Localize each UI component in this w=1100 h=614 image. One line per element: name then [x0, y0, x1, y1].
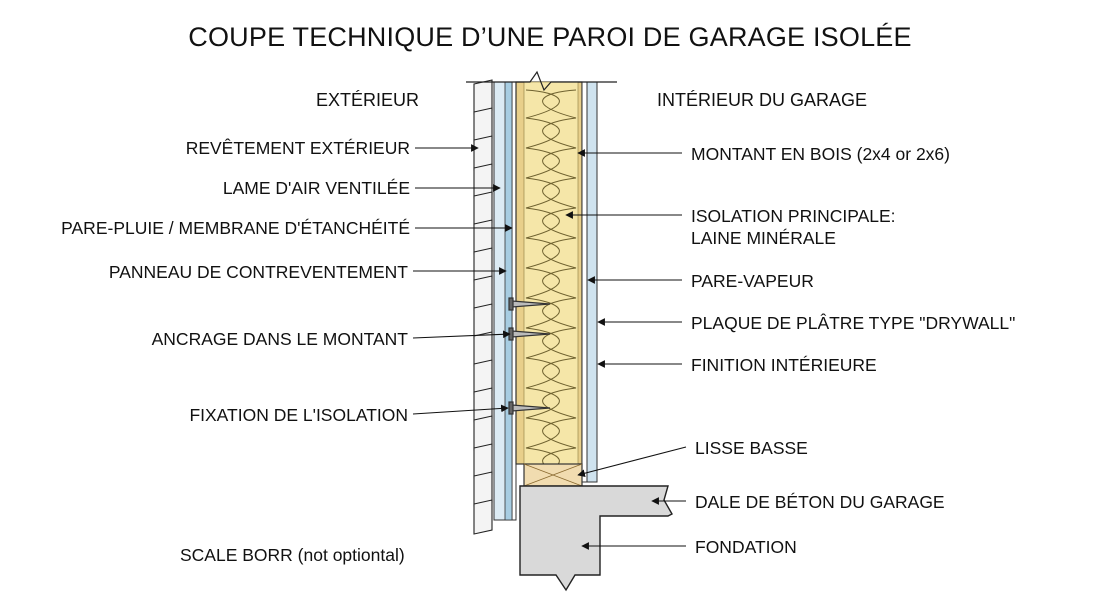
siding-board	[473, 499, 493, 535]
mineral-wool-pattern	[525, 89, 577, 479]
leader-fastener	[412, 404, 509, 415]
label-vapor-barrier: PARE-VAPEUR	[691, 271, 814, 291]
zone-exterior-label: EXTÉRIEUR	[316, 90, 420, 110]
label-bracing-panel: PANNEAU DE CONTREVENTEMENT	[108, 262, 408, 282]
concrete-foundation	[519, 485, 673, 592]
label-wood-stud: MONTANT EN BOIS (2x4 or 2x6)	[691, 144, 950, 164]
label-exterior-cladding: REVÊTEMENT EXTÉRIEUR	[185, 138, 410, 158]
label-main-insulation: ISOLATION PRINCIPALE:	[691, 206, 896, 226]
label-mineral-wool: LAINE MINÉRALE	[691, 228, 836, 248]
leader-plate	[577, 446, 687, 477]
label-bottom-plate: LISSE BASSE	[695, 438, 808, 458]
label-foundation: FONDATION	[695, 537, 797, 557]
label-drywall: PLAQUE DE PLÂTRE TYPE "DRYWALL"	[691, 313, 1016, 333]
label-concrete-slab: DALE DE BÉTON DU GARAGE	[695, 492, 945, 512]
label-stud-anchor: ANCRAGE DANS LE MONTANT	[151, 329, 408, 349]
label-insulation-fastener: FIXATION DE L'ISOLATION	[189, 405, 408, 425]
leader-anchor	[412, 330, 511, 339]
zone-interior-label: INTÉRIEUR DU GARAGE	[657, 90, 868, 110]
vapor-barrier-layer	[581, 81, 588, 483]
scale-note: SCALE BORR (not optiontal)	[180, 545, 405, 565]
label-interior-finish: FINITION INTÉRIEURE	[691, 355, 877, 375]
page-title: COUPE TECHNIQUE D’UNE PAROI DE GARAGE IS…	[188, 22, 912, 52]
label-weather-barrier: PARE-PLUIE / MEMBRANE D'ÉTANCHÉITÉ	[61, 218, 410, 238]
label-ventilated-air-gap: LAME D'AIR VENTILÉE	[222, 178, 410, 198]
drywall-layer	[586, 81, 598, 483]
screws	[508, 297, 551, 415]
